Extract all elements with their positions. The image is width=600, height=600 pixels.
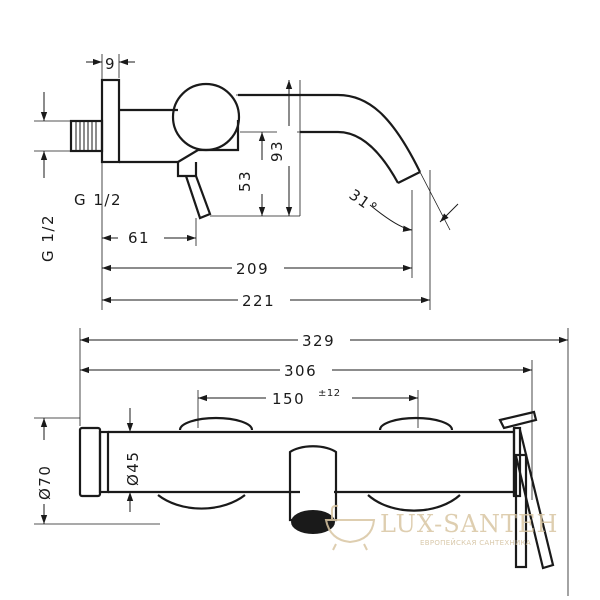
front-extension-lines [34, 328, 569, 596]
lever-front [498, 410, 555, 570]
wall-flange [100, 78, 121, 164]
dim-length-209: 209 [236, 260, 269, 278]
dim-body-diameter: Ø45 [124, 451, 142, 486]
rosette-left-bottom [157, 494, 246, 510]
lever-side [176, 162, 212, 220]
spout-front [288, 445, 338, 534]
dim-length-221: 221 [242, 292, 275, 310]
dim-centers-tolerance: ±12 [318, 388, 341, 399]
dim-body-height: 93 [268, 140, 286, 162]
watermark-brand: LUX-SANTEH [380, 510, 558, 538]
watermark: LUX-SANTEH ЕВРОПЕЙСКАЯ САНТЕХНИКА [324, 504, 558, 551]
dim-angle: 31° [346, 186, 382, 219]
rosette-right-bottom [367, 494, 461, 512]
dim-wall-offset: 9 [105, 55, 116, 73]
dim-handle-offset: 61 [128, 229, 150, 247]
dim-centers: 150 [272, 390, 305, 408]
dim-thread-lower: G 1/2 [74, 191, 122, 209]
spout-side [238, 93, 421, 184]
front-view: 329 306 150 ±12 Ø70 Ø45 [32, 328, 569, 596]
dim-thread-left: G 1/2 [39, 214, 57, 262]
mixer-body-front [108, 430, 514, 494]
side-view: 9 G 1/2 G 1/2 61 53 93 31° 209 221 [34, 54, 459, 310]
thread-nipple [69, 119, 104, 153]
watermark-bathtub-icon [324, 504, 376, 551]
rosette-right-top [378, 416, 454, 431]
cartridge-dome [171, 82, 241, 152]
dim-spout-height: 53 [236, 170, 254, 192]
end-cap-left [78, 426, 110, 498]
watermark-tagline: ЕВРОПЕЙСКАЯ САНТЕХНИКА [420, 538, 531, 547]
dim-rosette-diameter: Ø70 [36, 465, 54, 500]
dim-overall-329: 329 [302, 332, 335, 350]
rosette-left-top [178, 416, 254, 431]
dim-overall-306: 306 [284, 362, 317, 380]
